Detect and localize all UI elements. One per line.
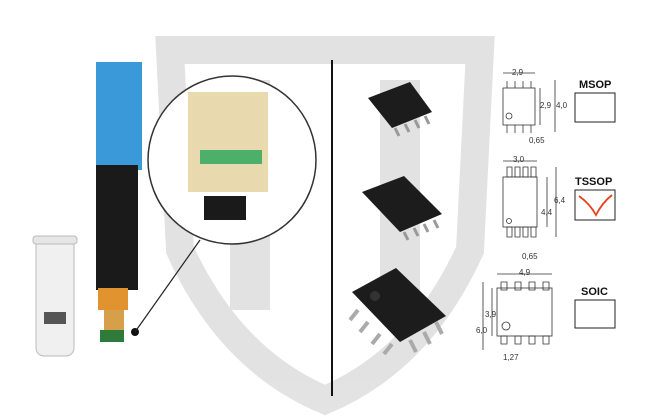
soic-dim-total: 6,0: [476, 326, 488, 335]
tssop-dim-total: 6,4: [554, 196, 566, 205]
msop-dim-pitch: 0,65: [529, 136, 545, 145]
msop-checkbox[interactable]: [574, 92, 616, 123]
tssop-checkbox[interactable]: [574, 189, 616, 221]
soic-dim-body: 3,9: [485, 310, 497, 319]
msop-chip-photo: [368, 82, 432, 137]
tssop-chip-photo: [362, 176, 442, 241]
sample-vial: [32, 235, 78, 357]
soic-checkbox[interactable]: [574, 299, 616, 329]
tssop-label: TSSOP: [575, 176, 612, 188]
chip-in-magnifier: [204, 196, 246, 220]
check-mark-icon: [578, 194, 613, 217]
tssop-dim-width: 3,0: [513, 155, 525, 164]
tssop-dim-body: 4,4: [541, 208, 553, 217]
soic-dim-pitch: 1,27: [503, 353, 519, 362]
msop-dim-total: 4,0: [556, 101, 568, 110]
msop-dimension-drawing: [502, 72, 556, 133]
msop-dim-width: 2,9: [512, 68, 524, 77]
magnifier-circle: [134, 75, 317, 333]
tssop-dim-pitch: 0,65: [522, 252, 538, 261]
soic-chip-photo: [348, 268, 446, 356]
soic-dim-width: 4,9: [519, 268, 531, 277]
soic-dimension-drawing: [482, 273, 553, 350]
msop-label: MSOP: [579, 79, 611, 91]
probe-pen: [96, 62, 142, 342]
msop-dim-body: 2,9: [540, 101, 552, 110]
tssop-dimension-drawing: [502, 160, 557, 238]
soic-label: SOIC: [581, 286, 608, 298]
